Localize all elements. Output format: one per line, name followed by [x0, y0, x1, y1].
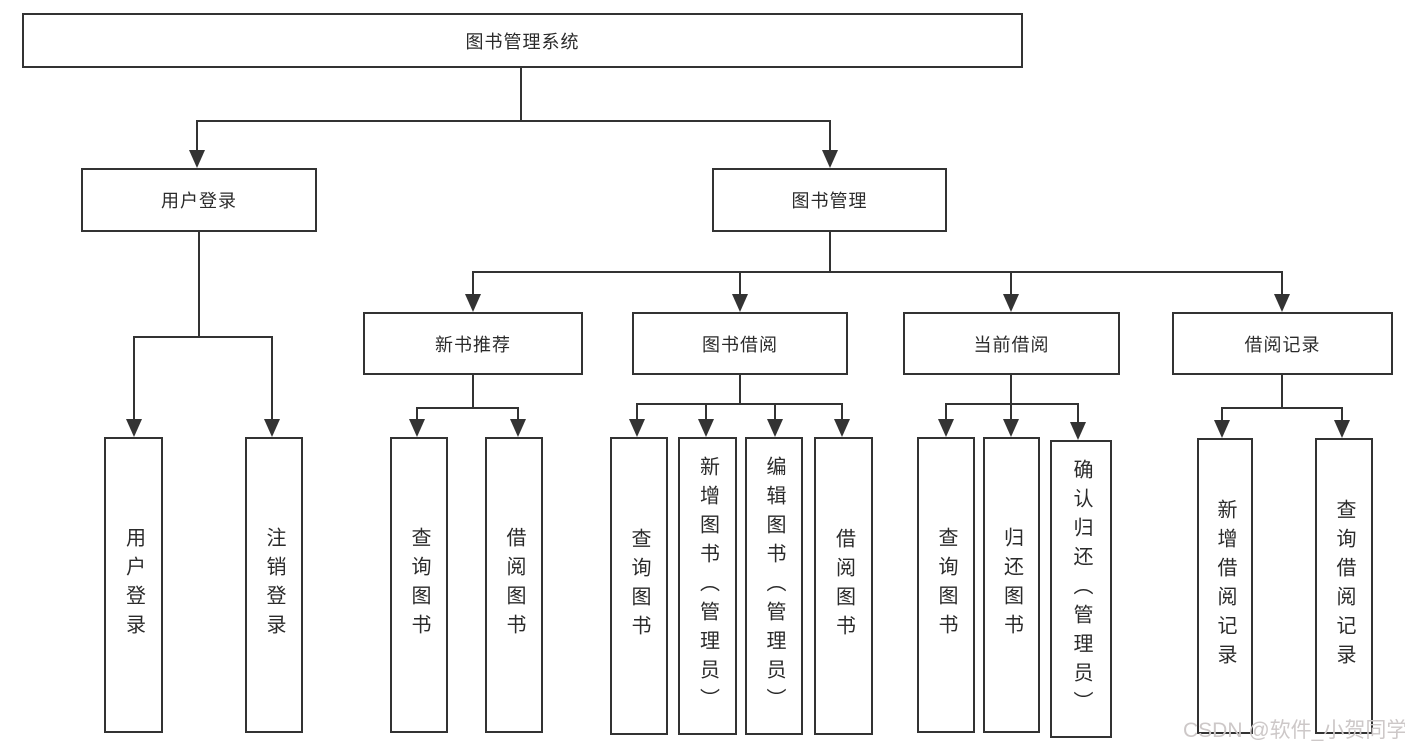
arrow-to-book-borrow: [732, 294, 748, 312]
edge-to-book-management: [829, 120, 831, 151]
edge-root-stem: [520, 68, 522, 121]
edge-borrow-stem: [739, 374, 741, 404]
edge-to-new-book: [472, 271, 474, 295]
edge-current-branch: [945, 403, 1079, 405]
edge-to-borrow-query: [636, 403, 638, 420]
arrow-to-current-query: [938, 419, 954, 437]
leaf-recommend-query-books: 查询图书: [390, 437, 448, 733]
arrow-to-borrow-add: [698, 419, 714, 437]
leaf-current-confirm-return-admin: 确认归还（管理员）: [1050, 440, 1112, 738]
leaf-current-return-books: 归还图书: [983, 437, 1040, 733]
edge-management-stem: [829, 231, 831, 272]
node-new-book-recommend: 新书推荐: [363, 312, 583, 375]
leaf-recommend-borrow-books: 借阅图书: [485, 437, 543, 733]
edge-to-current-borrow: [1010, 271, 1012, 295]
leaf-current-query-books: 查询图书: [917, 437, 975, 733]
arrow-to-current-return: [1003, 419, 1019, 437]
edge-records-stem: [1281, 374, 1283, 408]
edge-to-borrow-records: [1281, 271, 1283, 295]
arrow-to-borrow-borrow: [834, 419, 850, 437]
edge-login-stem: [198, 231, 200, 338]
edge-to-leaf-logout: [271, 336, 273, 420]
arrow-to-borrow-query: [629, 419, 645, 437]
leaf-borrow-query-books: 查询图书: [610, 437, 668, 735]
arrow-to-current-confirm: [1070, 422, 1086, 440]
arrow-to-recommend-borrow: [510, 419, 526, 437]
node-book-borrow: 图书借阅: [632, 312, 848, 375]
edge-root-branch: [196, 120, 831, 122]
edge-to-borrow-borrow: [841, 403, 843, 420]
arrow-to-recommend-query: [409, 419, 425, 437]
edge-to-records-query: [1341, 407, 1343, 421]
edge-to-user-login: [196, 120, 198, 151]
leaf-logout: 注销登录: [245, 437, 303, 733]
edge-to-borrow-add: [705, 403, 707, 420]
arrow-to-leaf-logout: [264, 419, 280, 437]
leaf-records-add-record: 新增借阅记录: [1197, 438, 1253, 734]
arrow-to-records-add: [1214, 420, 1230, 438]
edge-to-leaf-login: [133, 336, 135, 420]
edge-to-recommend-query: [416, 407, 418, 420]
edge-management-branch: [472, 271, 1283, 273]
node-user-login: 用户登录: [81, 168, 317, 232]
edge-records-branch: [1221, 407, 1343, 409]
edge-recommend-stem: [472, 374, 474, 408]
edge-to-records-add: [1221, 407, 1223, 421]
leaf-borrow-add-books-admin: 新增图书（管理员）: [678, 437, 737, 735]
leaf-records-query-record: 查询借阅记录: [1315, 438, 1373, 734]
arrow-to-borrow-edit: [767, 419, 783, 437]
node-library-management-system: 图书管理系统: [22, 13, 1023, 68]
edge-to-current-return: [1010, 403, 1012, 420]
arrow-to-user-login: [189, 150, 205, 168]
node-borrow-records: 借阅记录: [1172, 312, 1393, 375]
edge-to-current-query: [945, 403, 947, 420]
leaf-borrow-borrow-books: 借阅图书: [814, 437, 873, 735]
arrow-to-current-borrow: [1003, 294, 1019, 312]
edge-recommend-branch: [416, 407, 519, 409]
arrow-to-borrow-records: [1274, 294, 1290, 312]
node-book-management: 图书管理: [712, 168, 947, 232]
edge-login-branch: [133, 336, 273, 338]
edge-to-recommend-borrow: [517, 407, 519, 420]
edge-borrow-branch: [636, 403, 843, 405]
arrow-to-new-book: [465, 294, 481, 312]
edge-current-stem: [1010, 374, 1012, 404]
arrow-to-records-query: [1334, 420, 1350, 438]
csdn-watermark: CSDN @软件_小贺同学: [1183, 719, 1405, 742]
arrow-to-leaf-login: [126, 419, 142, 437]
edge-to-current-confirm: [1077, 403, 1079, 423]
edge-to-book-borrow: [739, 271, 741, 295]
leaf-borrow-edit-books-admin: 编辑图书（管理员）: [745, 437, 803, 735]
edge-to-borrow-edit: [774, 403, 776, 420]
node-current-borrow: 当前借阅: [903, 312, 1120, 375]
arrow-to-book-management: [822, 150, 838, 168]
leaf-user-login: 用户登录: [104, 437, 163, 733]
